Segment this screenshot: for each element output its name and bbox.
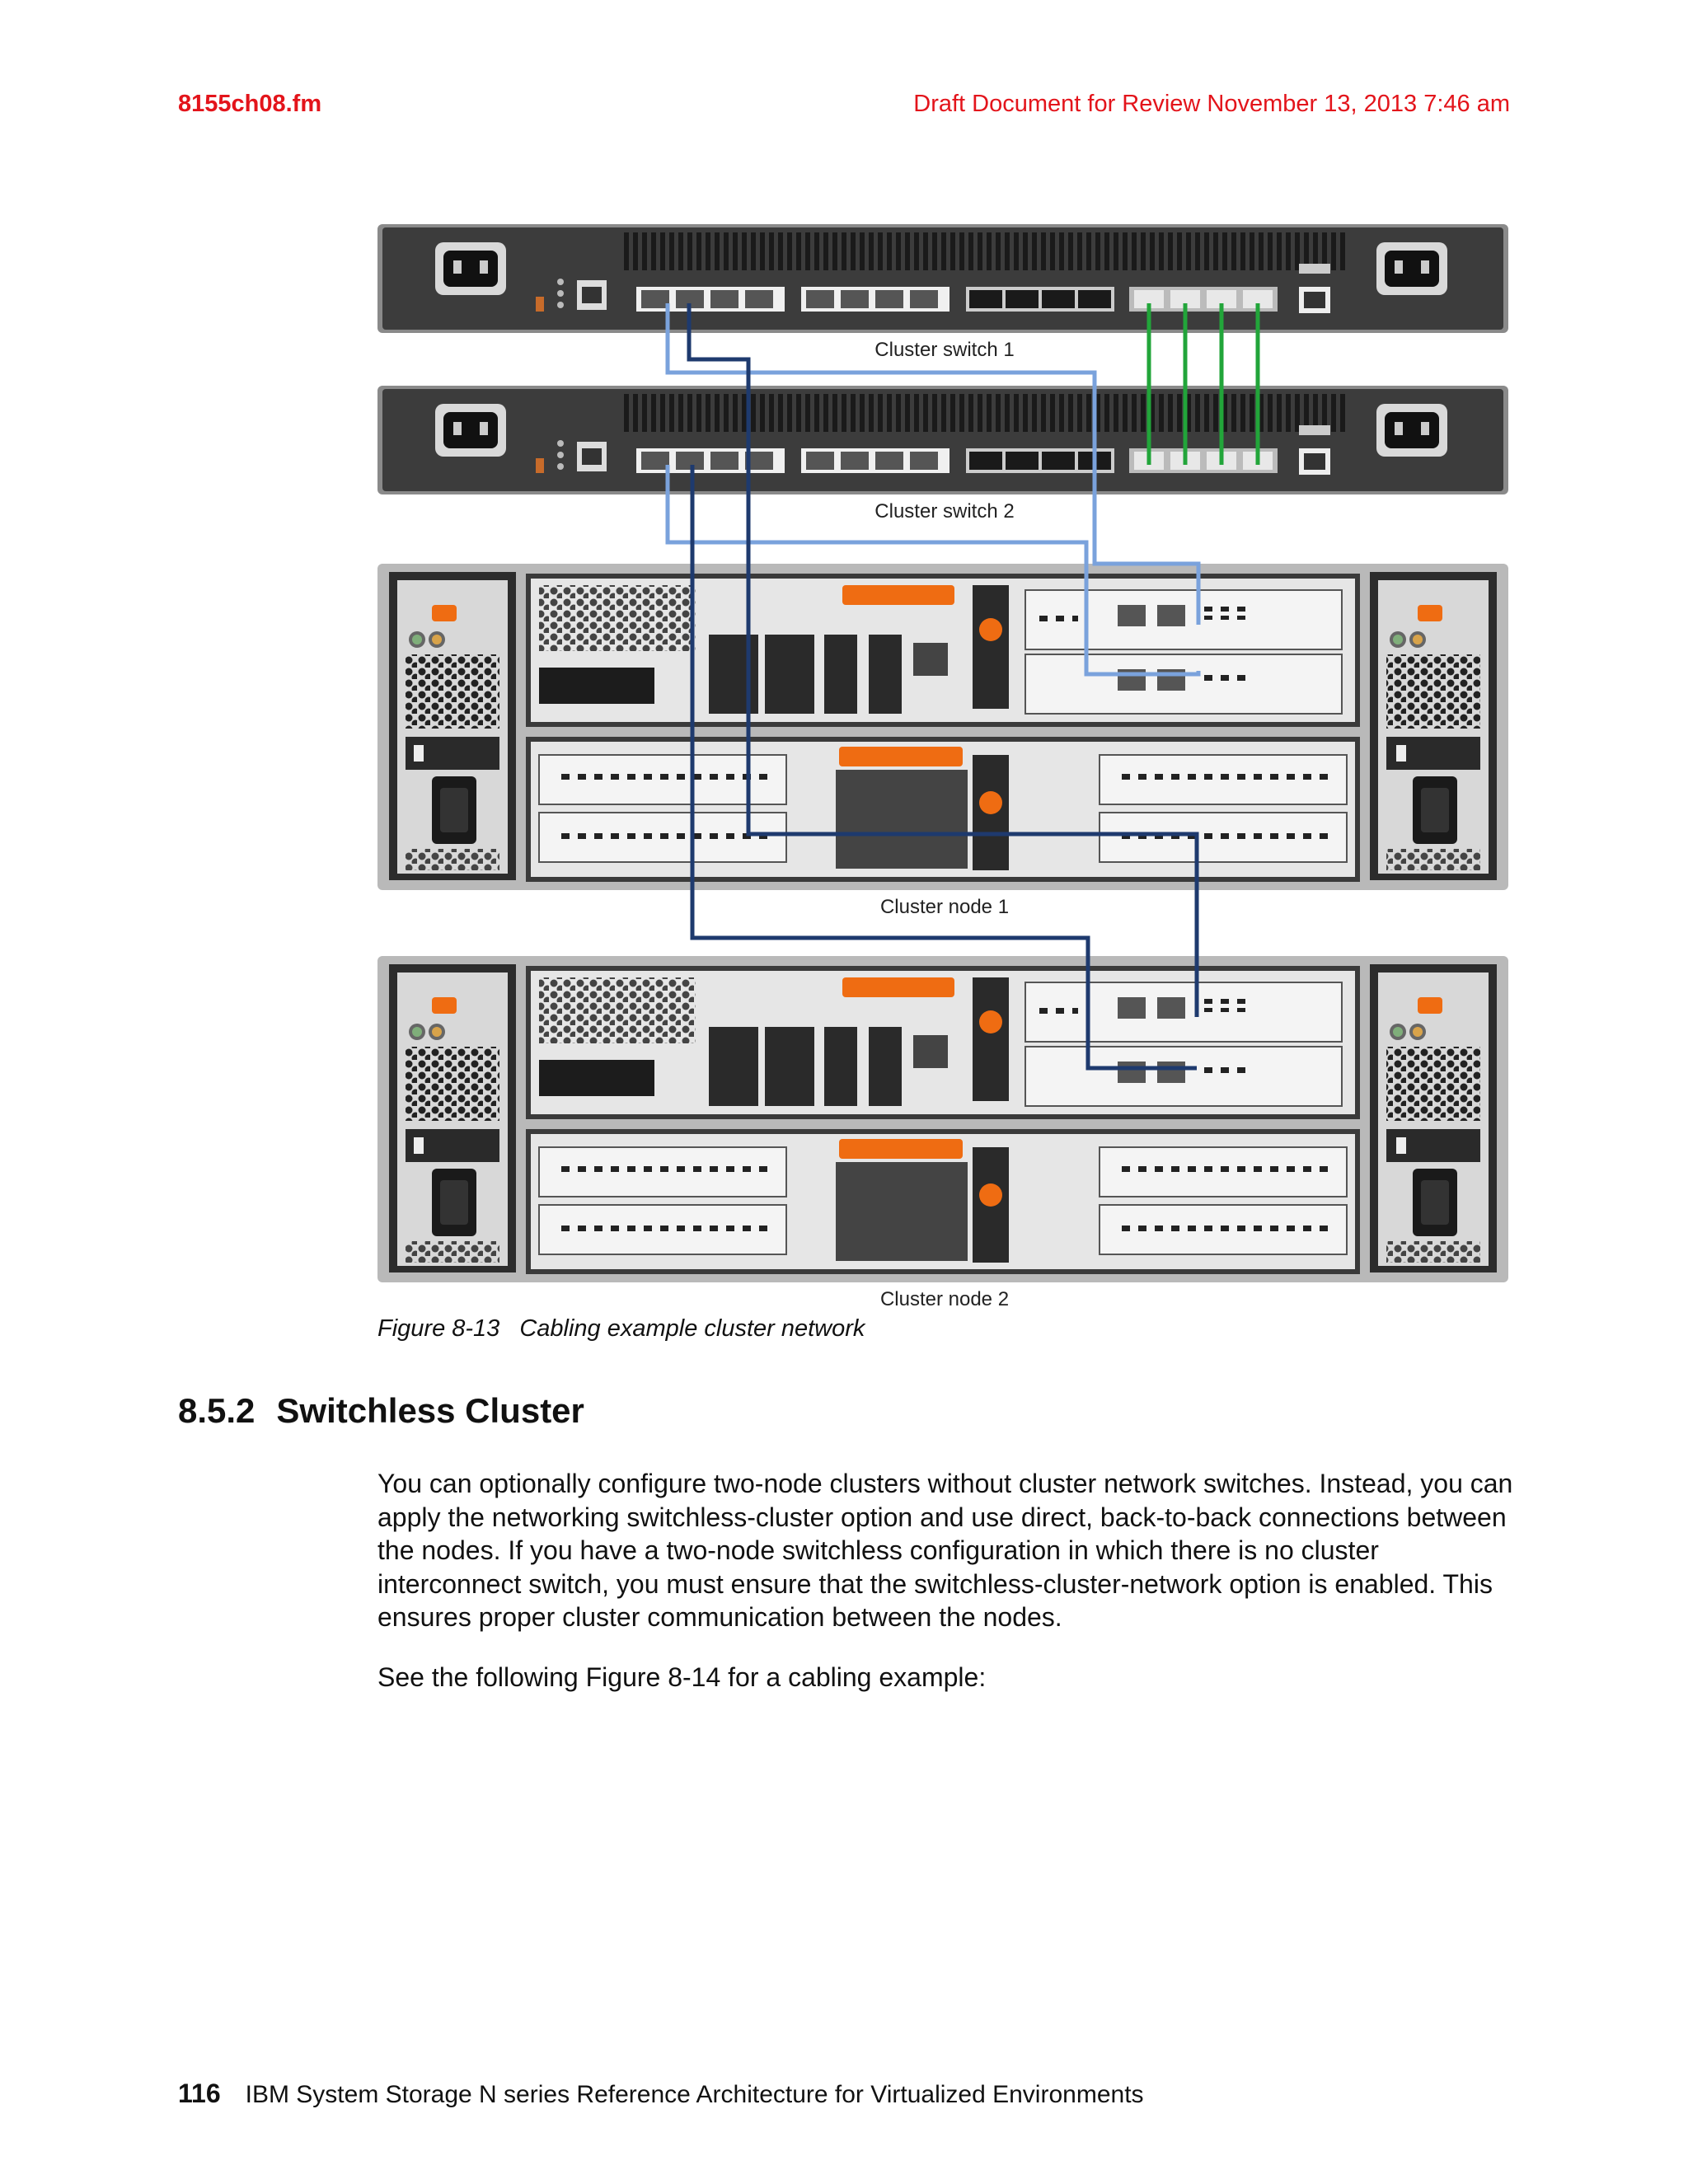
cluster-switch-1 [377,224,1508,333]
section-heading: 8.5.2 Switchless Cluster [178,1391,584,1431]
paragraph-switchless-description: You can optionally configure two-node cl… [377,1467,1515,1634]
book-title: IBM System Storage N series Reference Ar… [246,2081,1144,2108]
cluster-switch-2 [377,386,1508,494]
figure-caption-text: Cabling example cluster network [519,1315,865,1342]
header-filename: 8155ch08.fm [178,91,321,118]
figure-caption-number: Figure 8-13 [377,1315,499,1342]
section-number: 8.5.2 [178,1391,255,1430]
figure-caption: Figure 8-13 Cabling example cluster netwo… [377,1315,865,1343]
section-title: Switchless Cluster [276,1391,584,1430]
page-number: 116 [178,2079,221,2108]
cluster-node-2-label: Cluster node 2 [880,1288,1009,1310]
page-footer: 116 IBM System Storage N series Reference… [178,2079,1144,2109]
cluster-node-1 [377,564,1508,890]
cluster-switch-1-label: Cluster switch 1 [874,339,1014,361]
cluster-node-2 [377,956,1508,1282]
cabling-figure: Cluster switch 1 Cluster switch 2 Cluste… [377,224,1508,1312]
cluster-switch-2-label: Cluster switch 2 [874,500,1014,523]
cluster-node-1-label: Cluster node 1 [880,896,1009,918]
paragraph-see-figure: See the following Figure 8-14 for a cabl… [377,1661,1515,1694]
header-draft-notice: Draft Document for Review November 13, 2… [913,91,1510,118]
